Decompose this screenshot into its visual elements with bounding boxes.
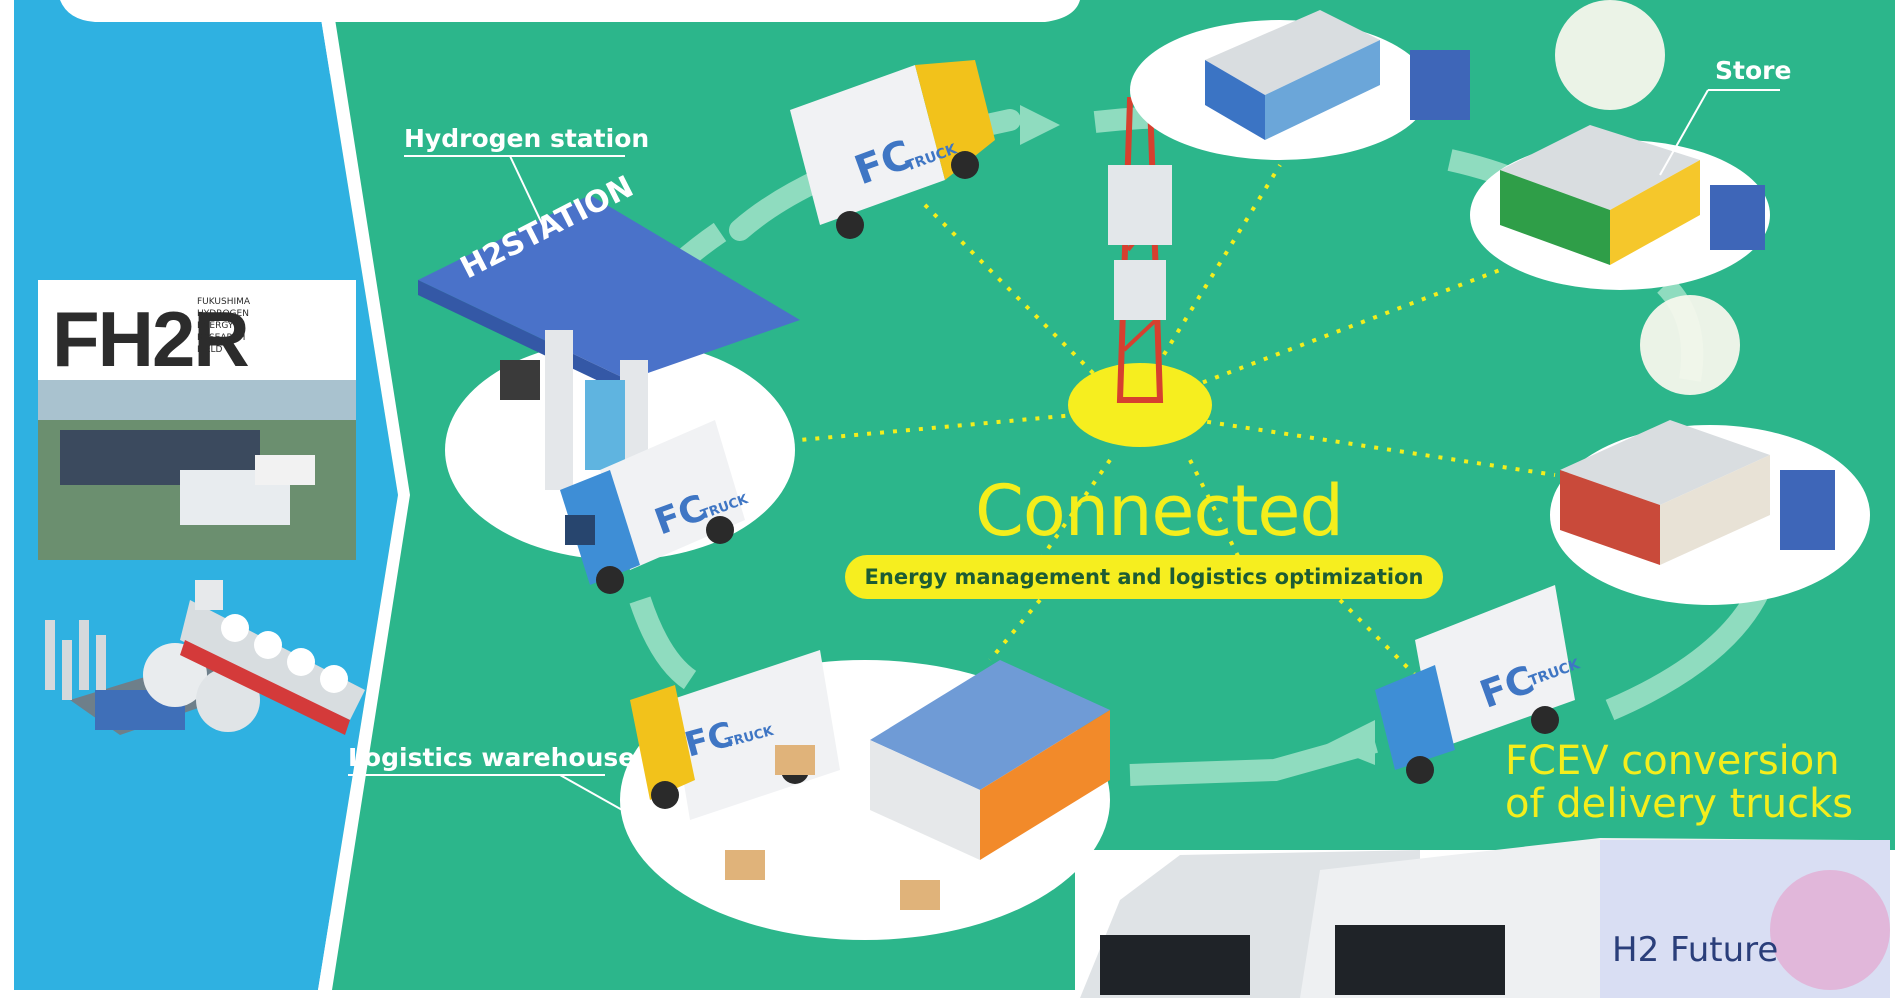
fc-truck-warehouse bbox=[630, 650, 840, 820]
fcev-caption-line-2: of delivery trucks bbox=[1505, 781, 1854, 827]
fcev-caption: FCEV conversion of delivery trucks bbox=[1505, 740, 1853, 826]
central-hub bbox=[1068, 363, 1212, 447]
logistics-warehouse-label: Logistics warehouse bbox=[348, 743, 636, 772]
subtitle-pill: Energy management and logistics optimiza… bbox=[845, 555, 1443, 599]
fcev-caption-line-1: FCEV conversion bbox=[1505, 738, 1840, 784]
fc-truck-bottom-right bbox=[1375, 585, 1575, 784]
subtitle-text: Energy management and logistics optimiza… bbox=[864, 565, 1424, 589]
h2-station-canopy bbox=[418, 195, 800, 380]
fher-line: FIELD bbox=[197, 345, 223, 355]
fher-logo: FH2R bbox=[52, 295, 250, 383]
fher-line: RESEARCH bbox=[197, 333, 246, 343]
connected-title: Connected bbox=[975, 470, 1344, 552]
store-label: Store bbox=[1715, 56, 1792, 85]
top-banner bbox=[60, 0, 1080, 22]
fc-truck-station bbox=[560, 420, 745, 594]
fher-line: ENERGY bbox=[197, 321, 234, 331]
fher-line: FUKUSHIMA bbox=[197, 297, 251, 307]
fher-logo-card bbox=[38, 280, 356, 380]
h2-future-truck-text: H2 Future bbox=[1612, 930, 1779, 970]
hydrogen-station-label: Hydrogen station bbox=[404, 124, 650, 153]
fcev-trucks-photo bbox=[1075, 838, 1900, 998]
route-arrow-top bbox=[1020, 105, 1060, 145]
fher-line: HYDROGEN bbox=[197, 309, 249, 319]
lng-facility-illustration bbox=[45, 580, 365, 735]
fc-truck-top bbox=[790, 60, 995, 239]
fher-logo-subtitle: FUKUSHIMA HYDROGEN ENERGY RESEARCH FIELD bbox=[197, 296, 287, 356]
